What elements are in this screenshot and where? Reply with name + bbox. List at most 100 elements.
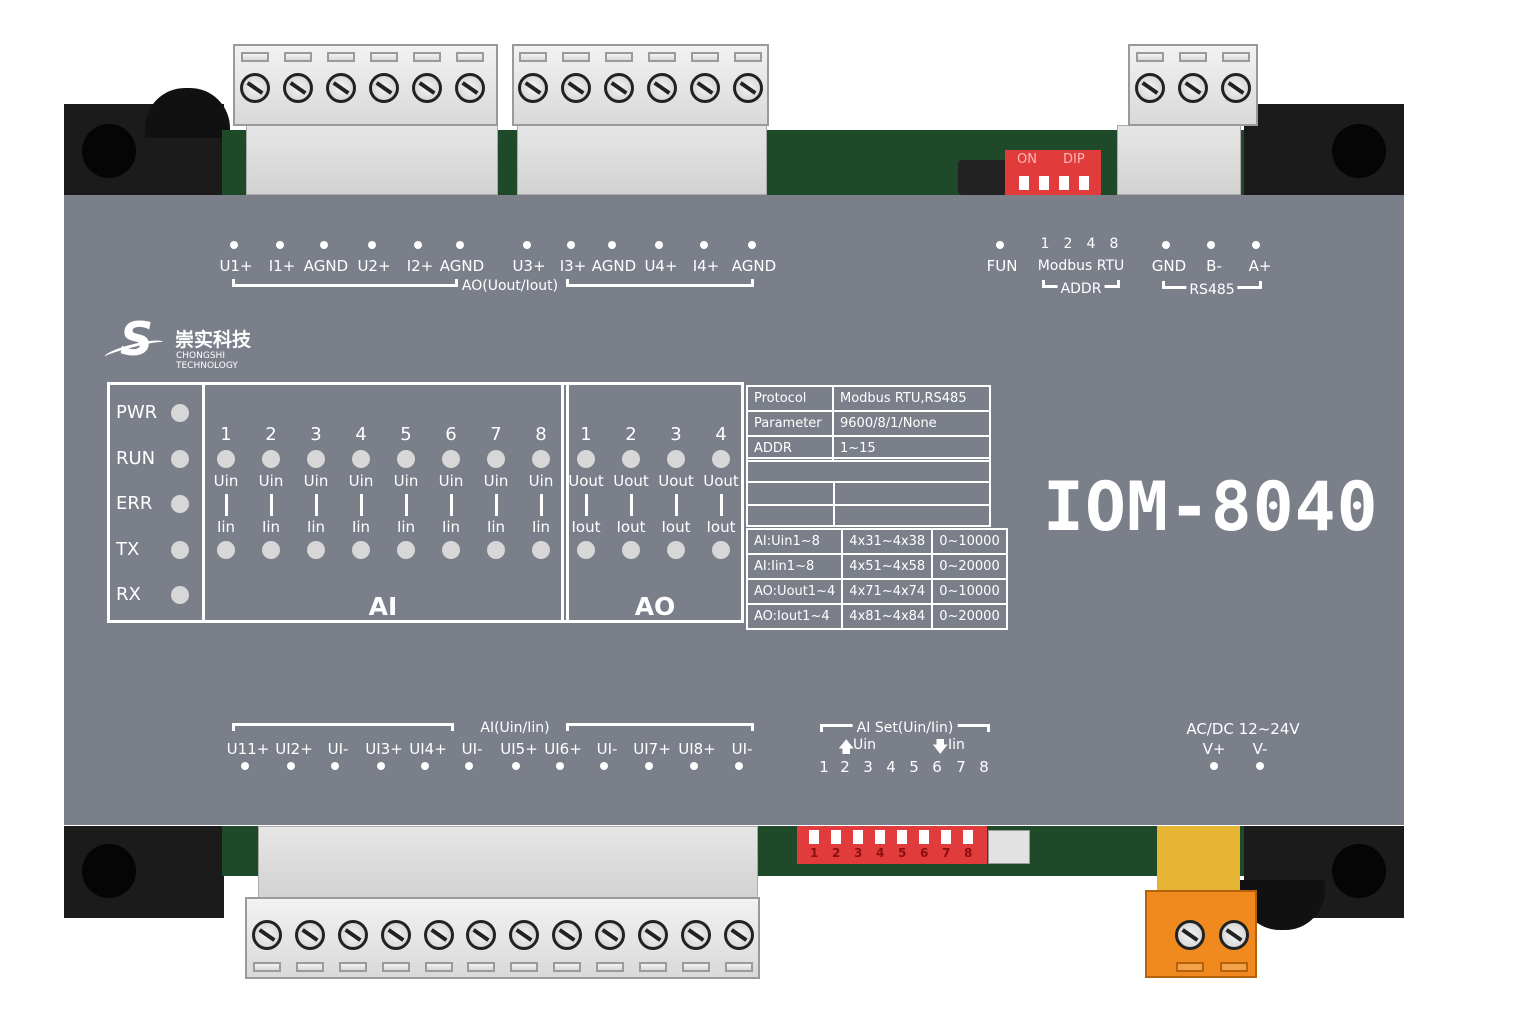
fun-label: FUN [986,257,1018,275]
logo-cn-name: 崇实科技 [175,329,252,351]
spec-register-range: 0~20000 [931,603,1008,630]
top-terminal-screw-icon[interactable] [518,73,548,103]
top-terminal-screw-icon[interactable] [1221,73,1251,103]
top-terminal-label: I4+ [692,257,720,275]
bottom-dip-key[interactable] [875,830,885,844]
bottom-terminal-screw-icon[interactable] [552,920,582,950]
ao-led-uout [577,450,595,468]
top-terminal-slot [413,52,441,62]
spec-register-name: AO:Iout1~4 [745,603,844,630]
spec-blank-divider-v [833,481,835,527]
ai-led-uin [262,450,280,468]
bottom-dip-key[interactable] [853,830,863,844]
ai-led-iin [397,541,415,559]
top-terminal-screw-icon[interactable] [1135,73,1165,103]
ao-led-iout [622,541,640,559]
bottom-terminal-screw-icon[interactable] [424,920,454,950]
bottom-terminal-slot [639,962,667,972]
bottom-dip-key[interactable] [897,830,907,844]
model-name: IOM-8040 [1043,468,1379,547]
ai-set-number: 7 [956,758,966,776]
dip-key-4[interactable] [1079,176,1089,190]
ai-led-uin [397,450,415,468]
bottom-terminal-screw-icon[interactable] [638,920,668,950]
top-terminal-screw-icon[interactable] [326,73,356,103]
ai-set-number: 4 [886,758,896,776]
ai-set-uin-label: Uin [853,737,877,753]
ai-uin-label: Uin [393,472,419,490]
top-terminal-screw-icon[interactable] [690,73,720,103]
bottom-terminal-screw-icon[interactable] [295,920,325,950]
jumper-header[interactable] [988,830,1030,864]
bottom-connector-body [258,826,758,898]
terminal-dot [556,762,564,770]
top-terminal-screw-icon[interactable] [561,73,591,103]
ai-led-iin [487,541,505,559]
top-terminal-screw-icon[interactable] [604,73,634,103]
top-terminal-screw-icon[interactable] [412,73,442,103]
ao-channel-number: 2 [625,424,637,445]
addr-bit-label: 8 [1109,236,1119,252]
bottom-terminal-screw-icon[interactable] [595,920,625,950]
terminal-dot [600,762,608,770]
bottom-terminal-screw-icon[interactable] [509,920,539,950]
bottom-terminal-screw-icon[interactable] [466,920,496,950]
terminal-dot [996,241,1004,249]
dip-key-1[interactable] [1019,176,1029,190]
ao-led-uout [667,450,685,468]
dip-key-3[interactable] [1059,176,1069,190]
terminal-dot [230,241,238,249]
top-terminal-slot [519,52,547,62]
bottom-dip-key[interactable] [941,830,951,844]
bottom-terminal-screw-icon[interactable] [724,920,754,950]
power-terminal-screw-icon[interactable] [1175,920,1205,950]
bottom-dip-number: 7 [942,846,951,860]
ai-led-uin [487,450,505,468]
top-terminal-screw-icon[interactable] [455,73,485,103]
bottom-terminal-label: UI8+ [678,740,716,758]
spec-blank-divider-h1 [748,481,991,483]
top-terminal-screw-icon[interactable] [369,73,399,103]
spec-register-range: 0~10000 [931,528,1008,555]
status-led-indicator [171,586,189,604]
bottom-terminal-screw-icon[interactable] [681,920,711,950]
bottom-terminal-label: UI3+ [365,740,403,758]
status-led-label: PWR [116,402,158,423]
top-terminal-screw-icon[interactable] [647,73,677,103]
top-terminal-slot [605,52,633,62]
led-panel-frame [107,382,744,623]
bottom-terminal-screw-icon[interactable] [252,920,282,950]
top-terminal-screw-icon[interactable] [283,73,313,103]
terminal-dot [421,762,429,770]
power-label: AC/DC 12~24V [1186,720,1300,738]
top-terminal-screw-icon[interactable] [733,73,763,103]
ao-channel-group-label: AO [634,592,676,621]
top-dip-switch[interactable]: ON DIP [1005,150,1101,195]
left-top-clip [145,88,230,138]
top-terminal-slot [562,52,590,62]
bottom-dip-key[interactable] [831,830,841,844]
power-terminal-screw-icon[interactable] [1219,920,1249,950]
top-terminal-slot [370,52,398,62]
bottom-dip-key[interactable] [809,830,819,844]
ai-set-label: AI Set(Uin/Iin) [852,720,958,736]
top-terminal-screw-icon[interactable] [1178,73,1208,103]
bottom-terminal-slot [725,962,753,972]
bottom-terminal-slot [467,962,495,972]
ai-group-label: AI [368,592,398,621]
bottom-terminal-screw-icon[interactable] [338,920,368,950]
top-terminal-label: U1+ [219,257,253,275]
bottom-dip-key[interactable] [919,830,929,844]
bottom-terminal-slot [382,962,410,972]
bottom-terminal-screw-icon[interactable] [381,920,411,950]
top-terminal-screw-icon[interactable] [240,73,270,103]
dip-key-2[interactable] [1039,176,1049,190]
fun-button[interactable] [958,160,1008,195]
bottom-dip-key[interactable] [963,830,973,844]
